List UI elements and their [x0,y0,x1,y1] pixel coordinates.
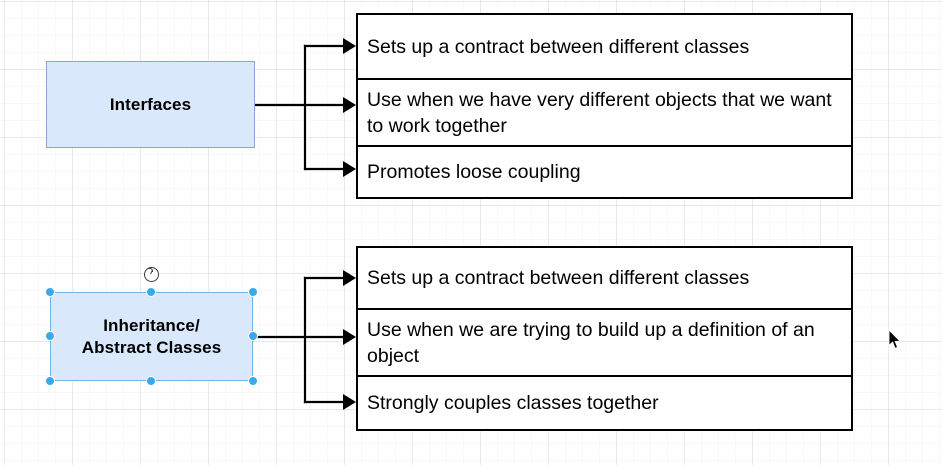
connector-inheritance [251,270,356,410]
shape-inheritance-label: Inheritance/ Abstract Classes [81,315,222,357]
arrow-head-icon [343,161,356,177]
detail-table-inheritance[interactable]: Sets up a contract between different cla… [356,246,853,431]
table-row[interactable]: Use when we are trying to build up a def… [358,310,851,377]
resize-handle-top-right[interactable] [248,287,258,297]
resize-handle-middle-right[interactable] [248,331,258,341]
detail-row-text: Use when we are trying to build up a def… [367,318,815,367]
resize-handle-bottom-right[interactable] [248,376,258,386]
arrow-head-icon [343,329,356,345]
shape-inheritance[interactable]: Inheritance/ Abstract Classes [50,292,253,381]
arrow-head-icon [343,270,356,286]
arrow-head-icon [343,38,356,54]
arrow-head-icon [343,394,356,410]
table-row[interactable]: Strongly couples classes together [358,377,851,429]
rotate-icon[interactable] [143,266,159,282]
shape-interfaces-label: Interfaces [109,94,192,114]
resize-handle-top-left[interactable] [45,287,55,297]
resize-handle-bottom-left[interactable] [45,376,55,386]
detail-table-interfaces[interactable]: Sets up a contract between different cla… [356,13,853,199]
table-row[interactable]: Sets up a contract between different cla… [358,248,851,310]
connector-interfaces [253,38,356,177]
mouse-arrow-cursor [888,330,902,349]
detail-row-text: Promotes loose coupling [367,161,581,183]
detail-row-text: Sets up a contract between different cla… [367,267,750,289]
detail-row-text: Strongly couples classes together [367,392,659,414]
detail-row-text: Sets up a contract between different cla… [367,35,750,58]
resize-handle-middle-left[interactable] [45,331,55,341]
arrow-head-icon [343,97,356,113]
table-row[interactable]: Sets up a contract between different cla… [358,15,851,80]
table-row[interactable]: Promotes loose coupling [358,147,851,197]
shape-interfaces[interactable]: Interfaces [46,61,255,148]
table-row[interactable]: Use when we have very different objects … [358,80,851,147]
detail-row-text: Use when we have very different objects … [367,88,832,137]
resize-handle-bottom-center[interactable] [146,376,156,386]
resize-handle-top-center[interactable] [146,287,156,297]
